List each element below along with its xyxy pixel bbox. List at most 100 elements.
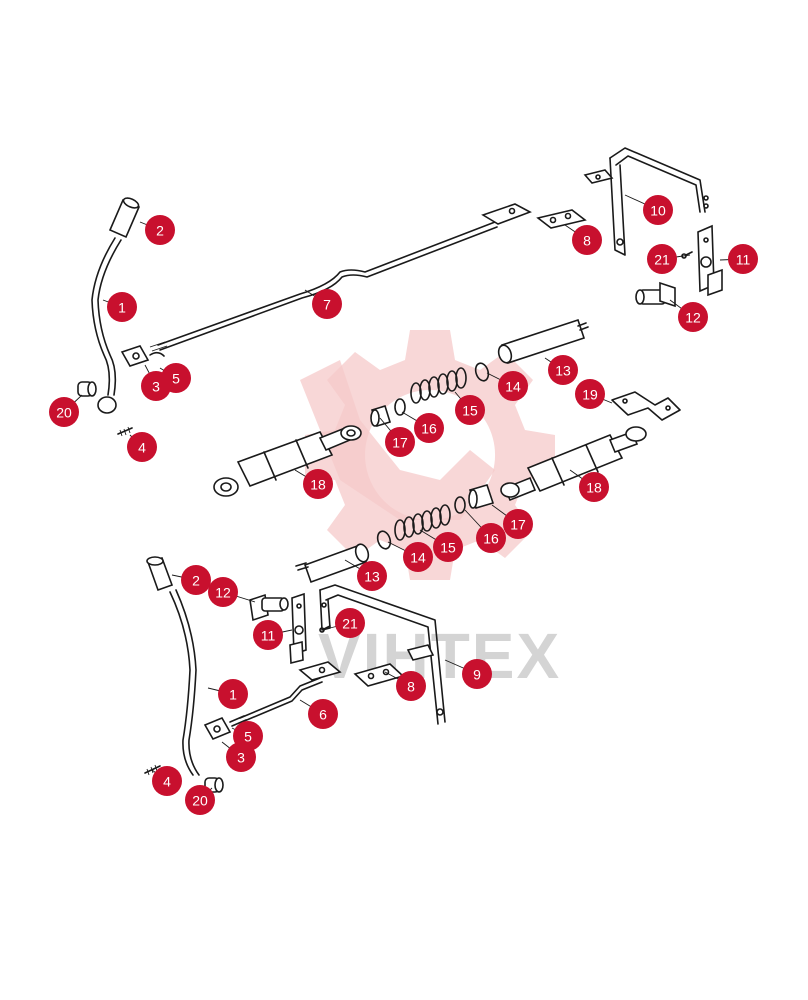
callout-bubble	[403, 542, 433, 572]
callout-number: 17	[392, 435, 408, 451]
callout-number: 12	[215, 585, 231, 601]
part-grip-sleeve-top	[108, 197, 141, 239]
callout-bubble	[503, 509, 533, 539]
callout-number: 11	[736, 252, 751, 268]
callout-15-b: 15	[419, 529, 463, 562]
callout-number: 9	[473, 667, 481, 683]
callout-11-b: 11	[253, 620, 293, 650]
callout-bubble	[572, 225, 602, 255]
watermark-hook	[300, 360, 495, 520]
callout-4-a: 4	[127, 432, 157, 462]
callout-16-b: 16	[464, 509, 506, 553]
callout-16-a: 16	[401, 411, 444, 443]
part-lever-bottom	[169, 589, 200, 776]
callout-number: 8	[407, 679, 415, 695]
callout-bubble	[498, 371, 528, 401]
callout-number: 16	[483, 531, 499, 547]
callout-number: 4	[163, 774, 171, 790]
callout-number: 1	[229, 687, 237, 703]
callout-bubble	[728, 244, 758, 274]
part-shock-absorber-right	[500, 426, 647, 502]
callout-2-b: 2	[171, 565, 211, 595]
callout-number: 18	[310, 477, 326, 493]
callout-17-a: 17	[379, 417, 415, 457]
callout-number: 15	[462, 403, 478, 419]
callout-6: 6	[299, 699, 338, 729]
callout-number: 20	[192, 793, 208, 809]
part-linkage-rod	[149, 203, 532, 352]
part-pivot-bottom	[249, 593, 289, 622]
callout-bubble	[476, 523, 506, 553]
callout-number: 13	[364, 569, 380, 585]
callout-10: 10	[624, 194, 673, 225]
part-washer-bottom	[454, 496, 466, 514]
callout-number: 2	[156, 223, 164, 239]
part-ring-bottom	[376, 530, 392, 550]
callout-18-a: 18	[294, 469, 333, 499]
callout-bubble	[181, 565, 211, 595]
callout-bubble	[678, 302, 708, 332]
callout-3-b: 3	[221, 741, 256, 772]
callout-bubble	[462, 659, 492, 689]
callout-21-a: 21	[647, 244, 691, 274]
callout-number: 2	[192, 573, 200, 589]
callout-number: 3	[237, 750, 245, 766]
callout-2-a: 2	[139, 215, 175, 245]
part-screw-top	[117, 426, 133, 437]
callout-number: 10	[650, 203, 666, 219]
callout-13-a: 13	[544, 355, 578, 385]
part-washer-top	[394, 398, 406, 416]
part-short-linkage-rod	[239, 661, 342, 723]
part-grip-sleeve-bottom	[146, 556, 174, 592]
callout-number: 7	[323, 297, 331, 313]
callout-number: 5	[172, 371, 180, 387]
callout-number: 11	[261, 628, 276, 644]
watermark-gear-logo: VIHTEX	[300, 330, 559, 692]
callout-11-a: 11	[719, 244, 758, 274]
callout-bubble	[145, 215, 175, 245]
callout-number: 14	[410, 550, 426, 566]
callout-15-a: 15	[454, 391, 485, 425]
part-clamp-top	[120, 345, 165, 367]
callout-5-a: 5	[159, 363, 191, 393]
callout-number: 20	[56, 405, 72, 421]
callout-number: 17	[510, 517, 526, 533]
callout-bubble	[303, 469, 333, 499]
callout-8-a: 8	[564, 224, 602, 255]
callout-number: 5	[244, 729, 252, 745]
part-spring-bottom	[394, 504, 451, 541]
part-shock-absorber-left	[213, 425, 362, 497]
callout-13-b: 13	[344, 559, 387, 591]
part-bushing-cyl-bottom	[468, 484, 495, 509]
callout-bubble	[308, 699, 338, 729]
callout-bubble	[647, 244, 677, 274]
callout-number: 21	[654, 252, 670, 268]
callout-bubble	[226, 742, 256, 772]
callout-bubble	[579, 472, 609, 502]
callout-bubble	[253, 620, 283, 650]
callout-19: 19	[575, 379, 613, 409]
callout-number: 4	[138, 440, 146, 456]
callout-bubble	[385, 427, 415, 457]
callout-number: 12	[685, 310, 701, 326]
callout-number: 15	[440, 540, 456, 556]
callout-9: 9	[444, 659, 492, 689]
callout-20-a: 20	[49, 394, 83, 427]
callout-7: 7	[304, 289, 342, 319]
callout-number: 16	[421, 421, 437, 437]
part-pivot-top	[635, 281, 676, 308]
callout-number: 14	[505, 379, 521, 395]
callout-1-a: 1	[102, 292, 137, 322]
part-shaft-top	[497, 318, 589, 365]
callout-bubble	[127, 432, 157, 462]
callout-bubble	[414, 413, 444, 443]
callout-number: 8	[583, 233, 591, 249]
part-bracket-bottom	[319, 584, 446, 725]
callout-bubble	[575, 379, 605, 409]
callout-bubble	[548, 355, 578, 385]
callout-bubble	[335, 608, 365, 638]
callout-number: 3	[152, 379, 160, 395]
